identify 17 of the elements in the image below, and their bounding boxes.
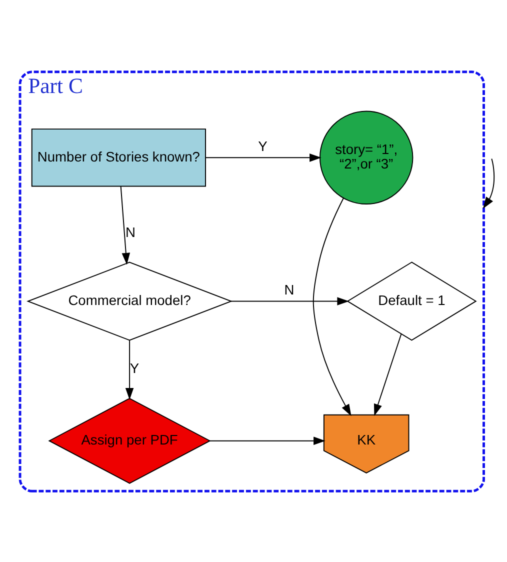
edge-label: Y xyxy=(258,137,268,154)
node-box: Number of Stories known? xyxy=(31,128,206,186)
arrow xyxy=(374,333,402,416)
arrow xyxy=(482,158,495,208)
node-diamond: Commercial model? xyxy=(26,261,233,340)
node-diamond: Default = 1 xyxy=(346,261,477,340)
edge-label: N xyxy=(284,281,294,298)
arrow xyxy=(312,197,352,416)
arrow xyxy=(125,340,134,400)
edge-label: N xyxy=(126,223,136,240)
node-diamond: Assign per PDF xyxy=(48,397,211,484)
arrow xyxy=(120,185,130,264)
arrow xyxy=(205,153,322,162)
node-circle: story= “1”, “2”,or “3” xyxy=(319,110,414,204)
edge-label: Y xyxy=(130,359,140,376)
arrow xyxy=(210,436,326,444)
arrow xyxy=(230,296,350,305)
